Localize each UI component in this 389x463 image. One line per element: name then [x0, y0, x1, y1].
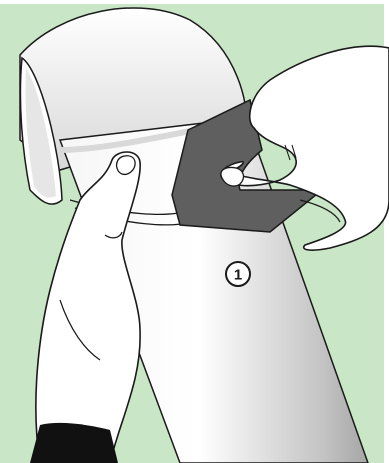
step-badge: 1 [226, 262, 250, 286]
frame-top [0, 0, 389, 4]
sleeve-cuff [30, 423, 118, 463]
step-number: 1 [234, 267, 242, 284]
